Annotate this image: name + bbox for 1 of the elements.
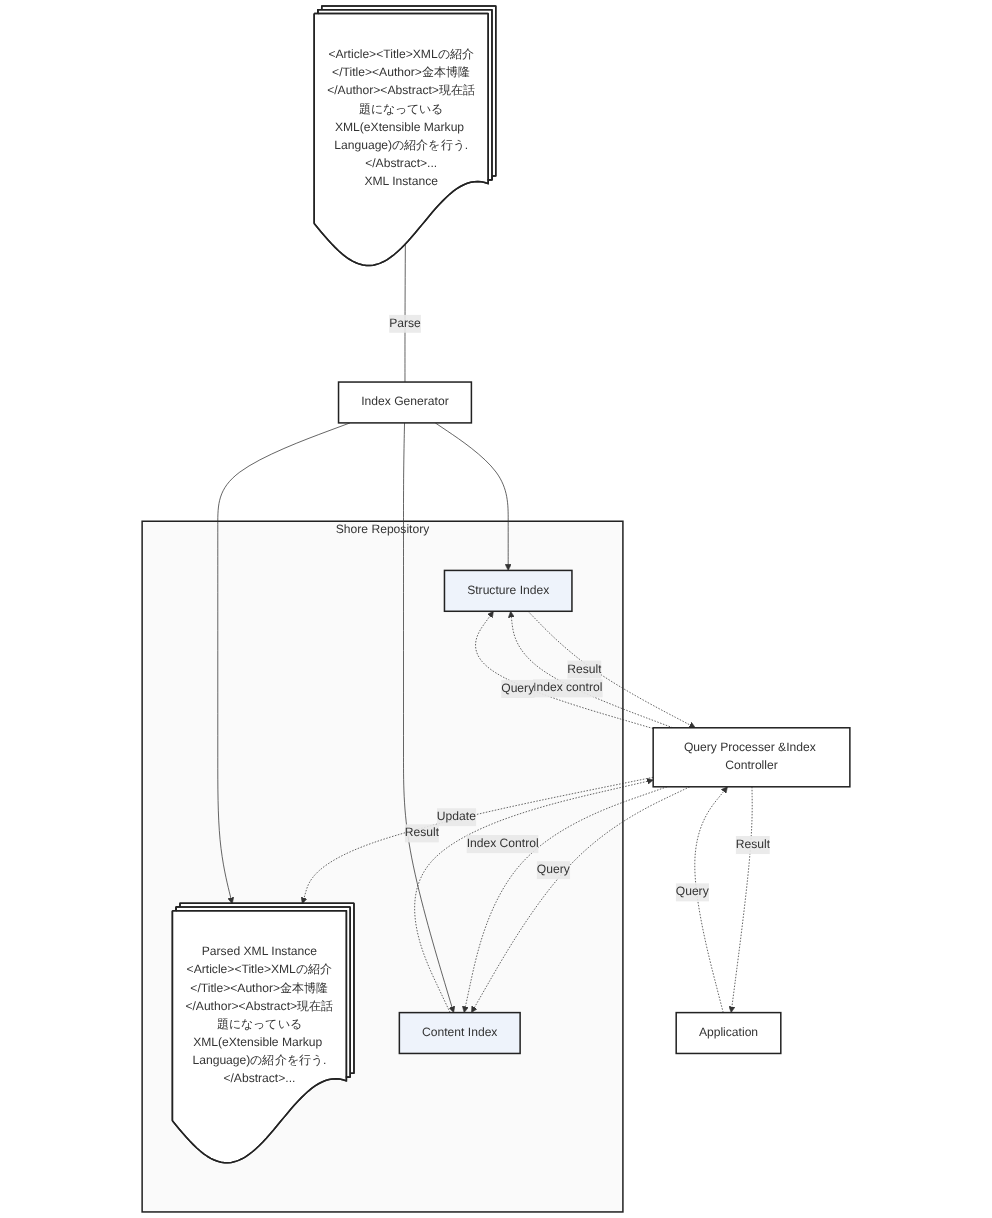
connector <box>404 244 406 383</box>
